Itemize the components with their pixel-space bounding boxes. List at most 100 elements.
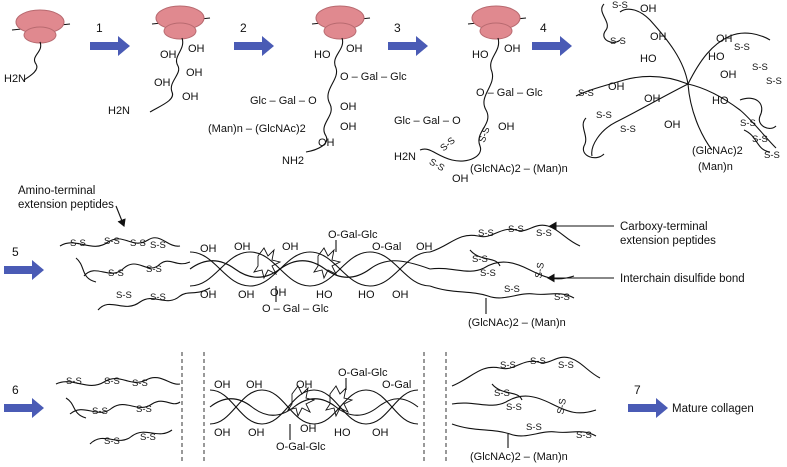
diagram-label: (Man)n – (GlcNAc)2 (208, 123, 306, 135)
mature-collagen-label: Mature collagen (672, 403, 754, 415)
chain-stroke (619, 8, 689, 85)
diagram-label: OH (392, 289, 409, 301)
diagram-label: S-S (578, 88, 594, 99)
diagram-label: S-S (596, 110, 612, 121)
diagram-label: OH (640, 3, 657, 15)
chain-stroke (687, 83, 777, 149)
diagram-label: S-S (612, 0, 628, 11)
diagram-label: Glc – Gal – O (394, 115, 461, 127)
diagram-label: OH (234, 241, 251, 253)
amino-terminal-label: Amino-terminal (18, 185, 95, 197)
diagram-label: S-S (136, 404, 152, 415)
ribosome-shape (163, 22, 197, 40)
step-arrow-7: 7 (628, 383, 668, 418)
step-arrow-4: 4 (532, 21, 572, 56)
diagram-label: S-S (752, 134, 768, 145)
diagram-label: S-S (472, 254, 488, 265)
chain-stroke (451, 423, 597, 437)
helix-crosslink-marker (252, 247, 282, 280)
step-arrow-1: 1 (90, 21, 130, 56)
diagram-label: OH (720, 69, 737, 81)
chain-stroke (429, 285, 575, 299)
ribosome-small-subunit (23, 26, 57, 44)
diagram-label: S-S (536, 228, 552, 239)
chain-stroke (628, 398, 668, 418)
chain-stroke (4, 398, 44, 418)
diagram-label: S-S (764, 150, 780, 161)
diagram-label: OH (664, 119, 681, 131)
diagram-label: S-S (132, 378, 148, 389)
step-number-4: 4 (540, 21, 547, 35)
step-number-7: 7 (634, 383, 641, 397)
diagram-label: OH (214, 427, 231, 439)
ribosome-shape (323, 22, 357, 40)
chain-stroke (743, 129, 771, 153)
chain-stroke (209, 398, 419, 416)
diagram-label: OH (340, 101, 357, 113)
diagram-label: O-Gal (372, 241, 401, 253)
chain-stroke (532, 36, 572, 56)
diagram-label: OH (160, 49, 177, 61)
diagram-label: HO (314, 49, 331, 61)
helix-crosslink-marker (286, 385, 316, 418)
diagram-label: HO (708, 51, 725, 63)
diagram-label: S-S (146, 264, 162, 275)
chain-stroke (234, 36, 274, 56)
chain-stroke (739, 97, 777, 129)
diagram-label: OH (186, 67, 203, 79)
diagram-label: S-S (108, 268, 124, 279)
chain-stroke (388, 36, 428, 56)
diagram-label: S-S (477, 126, 493, 145)
diagram-label: S-S (150, 240, 166, 251)
diagram-label: HO (316, 289, 333, 301)
ribosome-shape (479, 22, 513, 40)
diagram-label: (Man)n (698, 161, 733, 173)
diagram-label: (GlcNAc)2 (692, 145, 743, 157)
diagram-label: S-S (104, 236, 120, 247)
diagram-label: OH (296, 379, 313, 391)
step-number-5: 5 (12, 245, 19, 259)
diagram-label: OH (238, 289, 255, 301)
step-arrow-2: 2 (234, 21, 274, 56)
diagram-label: OH (504, 43, 521, 55)
diagram-label: OH (248, 427, 265, 439)
chain-stroke (65, 397, 87, 419)
diagram-label: OH (282, 241, 299, 253)
chain-stroke (419, 37, 500, 162)
diagram-label: S-S (620, 124, 636, 135)
chain-stroke (209, 389, 419, 425)
chain-stroke (491, 383, 523, 401)
helix-crosslink-marker (324, 385, 354, 418)
diagram-label: OH (318, 137, 335, 149)
chain-stroke (209, 389, 419, 425)
diagram-label: OH (608, 81, 625, 93)
diagram-label: S-S (70, 238, 86, 249)
diagram-label: S-S (480, 268, 496, 279)
chain-stroke (189, 260, 431, 278)
diagram-label: S-S (752, 62, 768, 73)
diagram-label: S-S (494, 388, 510, 399)
chain-stroke (687, 83, 713, 151)
diagram-label: S-S (554, 292, 570, 303)
diagram-label: S-S (508, 224, 524, 235)
chain-stroke (83, 260, 191, 277)
diagram-label: S-S (530, 356, 546, 367)
diagram-label: O – Gal – Glc (262, 303, 329, 315)
diagram-label: OH (716, 33, 733, 45)
diagram-label: OH (270, 287, 287, 299)
diagram-label: S-S (92, 406, 108, 417)
diagram-label: S-S (104, 376, 120, 387)
diagram-label: OH (154, 77, 171, 89)
stage-0-ribosome-nascent-chain: H2N (4, 9, 71, 85)
diagram-label: S-S (533, 262, 547, 280)
diagram-label: H2N (394, 151, 416, 163)
step-number-6: 6 (12, 383, 19, 397)
chain-stroke (4, 260, 44, 280)
step-number-2: 2 (240, 21, 247, 35)
chain-stroke (59, 237, 181, 247)
diagram-label: S-S (438, 135, 457, 154)
diagram-label: OH (340, 121, 357, 133)
chain-stroke (23, 41, 42, 81)
chain-stroke (575, 76, 689, 97)
